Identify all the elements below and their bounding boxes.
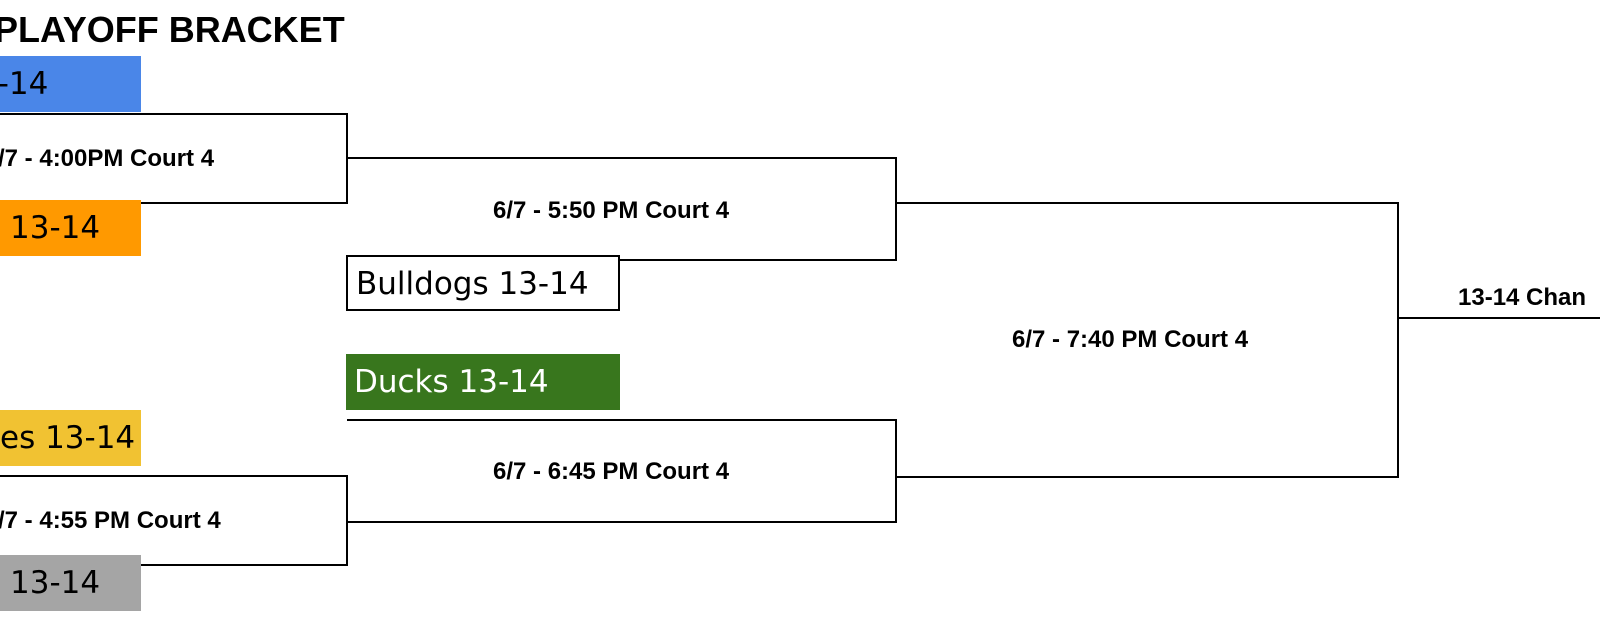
team-slot-bye-top: Bulldogs 13-14 <box>346 255 620 311</box>
match-r1-top-label: /7 - 4:00PM Court 4 <box>0 145 215 172</box>
r1-bottom-bracket-line <box>0 475 348 566</box>
team-label: Bulldogs 13-14 <box>356 266 589 302</box>
match-r2-bottom-label: 6/7 - 6:45 PM Court 4 <box>493 458 730 485</box>
team-slot-bye-bottom: Ducks 13-14 <box>346 354 620 410</box>
team-slot-top-1: 3-14 <box>0 56 141 112</box>
match-semi-label: 6/7 - 7:40 PM Court 4 <box>1012 326 1249 353</box>
team-label: 13-14 <box>10 210 101 246</box>
team-slot-bottom-2: 13-14 <box>0 555 141 611</box>
match-final-label: 13-14 Chan <box>1458 284 1587 311</box>
r2-top-bracket-line <box>347 157 897 261</box>
team-slot-top-2: 13-14 <box>0 200 141 256</box>
team-label: 3-14 <box>0 66 49 102</box>
team-label: es 13-14 <box>0 420 136 456</box>
team-label: Ducks 13-14 <box>354 364 549 400</box>
match-r2-top-label: 6/7 - 5:50 PM Court 4 <box>493 197 730 224</box>
semi-bracket-line <box>896 202 1399 478</box>
match-r1-bottom-label: /7 - 4:55 PM Court 4 <box>0 507 221 534</box>
r2-bottom-bracket-line <box>347 419 897 523</box>
team-slot-bottom-1: es 13-14 <box>0 410 141 466</box>
team-label: 13-14 <box>10 565 101 601</box>
page-title: PLAYOFF BRACKET <box>0 9 345 50</box>
